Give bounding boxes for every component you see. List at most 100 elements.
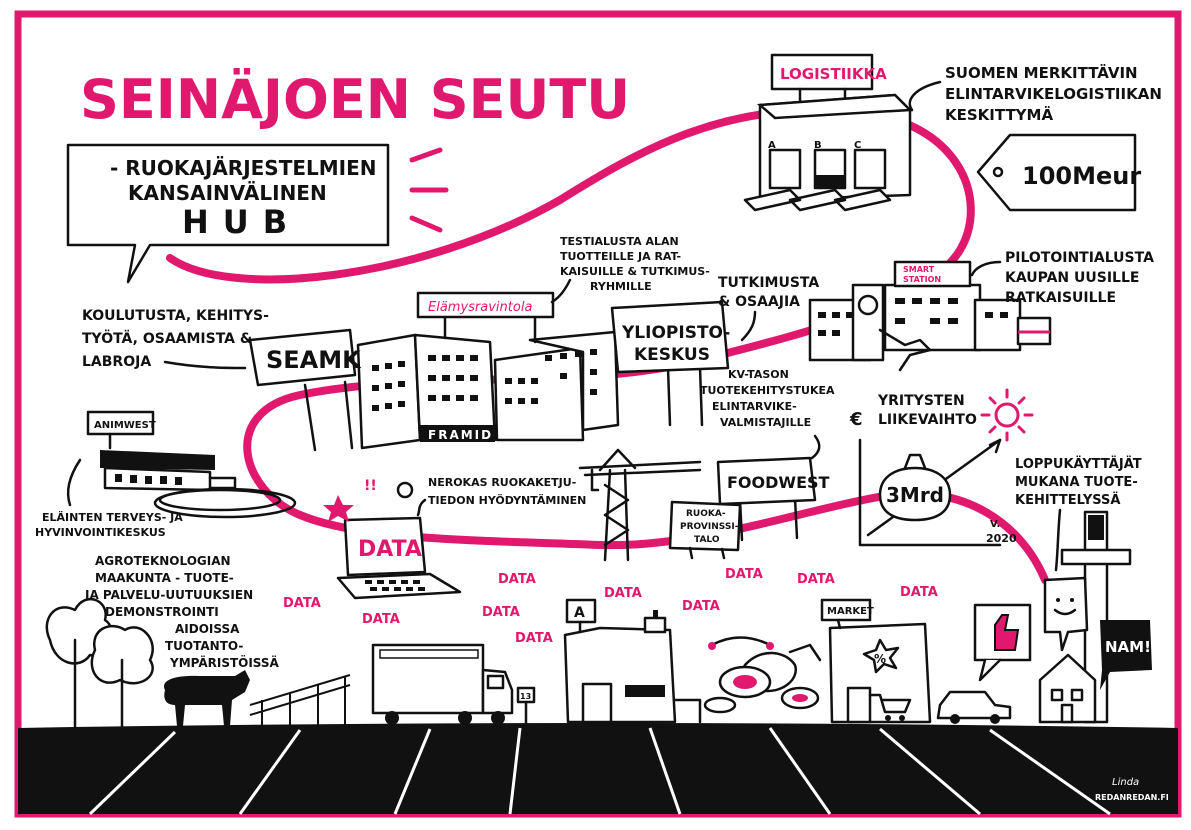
logistics-desc-1: SUOMEN MERKITTÄVIN <box>945 63 1138 82</box>
shopping-cart-icon <box>868 693 912 714</box>
truck <box>371 643 514 725</box>
framid-label: FRAMID <box>428 428 493 442</box>
market-sign-text: MARKET <box>827 606 874 617</box>
clock-icon <box>857 294 879 316</box>
logistics-sign <box>770 53 874 91</box>
end-users-desc-3: KEHITTELYSSÄ <box>1015 492 1120 508</box>
data-label: DATA <box>682 599 720 614</box>
ruokaprovinssi-sign: RUOKA- PROVINSSI- TALO <box>668 500 742 560</box>
elamys-sign-text: Elämysravintola <box>428 300 532 315</box>
revenue-value: 3Mrd <box>886 483 944 507</box>
data-desc-1: NEROKAS RUOKAKETJU- <box>428 476 576 489</box>
chicken-leg-icon <box>788 643 822 662</box>
yliopisto-sign-2: KESKUS <box>634 345 710 365</box>
elamys-desc-3: KAISUILLE & TUTKIMUS- <box>560 265 710 278</box>
market-sign <box>820 598 872 622</box>
end-users-desc-2: MUKANA TUOTE- <box>1015 475 1138 490</box>
thumbs-up-bubble <box>973 603 1032 682</box>
logistics-description: SUOMEN MERKITTÄVIN ELINTARVIKELOGISTIIKA… <box>908 63 1162 124</box>
nam-text: NAM! <box>1105 638 1151 656</box>
yliopisto-sign: YLIOPISTO- KESKUS <box>610 300 730 427</box>
data-label: DATA <box>498 572 536 587</box>
money-bag-icon <box>878 466 952 522</box>
framid-buildings: FRAMID Elämysravintola <box>356 291 620 450</box>
data-label: DATA <box>482 605 520 620</box>
data-laptop: DATA !! <box>323 478 462 600</box>
data-description: NEROKAS RUOKAKETJU- TIEDON HYÖDYNTÄMINEN <box>416 476 586 517</box>
lightbulb-icon <box>396 481 414 499</box>
road-sign-text: 13 <box>520 692 531 701</box>
seamk-sign-text: SEAMK <box>266 346 362 374</box>
logistics-desc-3: KESKITTYMÄ <box>945 105 1053 124</box>
yliopisto-sign-1: YLIOPISTO- <box>621 323 730 343</box>
wind-turbine-icon <box>878 328 932 372</box>
smart-desc-1: PILOTOINTIALUSTA <box>1005 250 1154 266</box>
agro-desc-1: AGROTEKNOLOGIAN <box>95 554 231 568</box>
agro-desc-7: YMPÄRISTÖISSÄ <box>169 655 280 670</box>
smart-station-sign-1: SMART <box>903 265 935 274</box>
revenue-chart: € YRITYSTEN LIIKEVAIHTO 3Mrd V. 2020 <box>849 388 1034 547</box>
credit: Linda REDANREDAN.FI <box>1095 777 1169 802</box>
smart-station: SMART STATION <box>808 260 1052 372</box>
road <box>18 723 1178 816</box>
subtitle-line-2: KANSAINVÄLINEN <box>128 181 327 205</box>
construction-crane <box>578 448 702 562</box>
market: MARKET % <box>820 598 932 724</box>
elamys-desc-1: TESTIALUSTA ALAN <box>560 235 679 248</box>
nam-bubble: NAM! <box>1100 620 1152 690</box>
data-label: DATA <box>725 567 763 582</box>
data-label: DATA <box>797 572 835 587</box>
agro-desc-2: MAAKUNTA - TUOTE- <box>95 571 234 585</box>
seamk-sign: SEAMK <box>248 328 362 452</box>
elamys-desc-2: TUOTTEILLE JA RAT- <box>560 250 681 263</box>
smiley-speech <box>1043 576 1089 652</box>
factory: A <box>563 598 702 724</box>
seamk-desc-3: LABROJA <box>82 354 151 370</box>
dock-label-c: C <box>854 140 861 151</box>
factory-sign-text: A <box>574 605 585 621</box>
data-desc-2: TIEDON HYÖDYNTÄMINEN <box>428 493 586 507</box>
smart-desc-3: RATKAISUILLE <box>1005 290 1116 306</box>
foodwest-desc-4: VALMISTAJILLE <box>720 416 811 429</box>
foodwest-desc-1: KV-TASON <box>728 368 789 381</box>
subtitle-line-1: - RUOKAJÄRJESTELMIEN <box>110 156 377 180</box>
fence <box>249 674 351 728</box>
exclaim-marks: !! <box>364 478 377 494</box>
animwest-sign <box>86 410 155 436</box>
subtitle-box: - RUOKAJÄRJESTELMIEN KANSAINVÄLINEN HUB <box>66 143 390 284</box>
cow <box>164 670 250 726</box>
smart-station-description: PILOTOINTIALUSTA KAUPAN UUSILLE RATKAISU… <box>970 250 1154 306</box>
data-label: DATA <box>362 612 400 627</box>
discount-text: % <box>874 652 886 666</box>
road-sign: 13 <box>516 686 536 730</box>
smart-station-sign-2: STATION <box>903 275 941 284</box>
thumbs-up-icon <box>994 614 1020 651</box>
currency-symbol: € <box>849 409 863 430</box>
agro-desc-6: TUOTANTO- <box>165 639 243 653</box>
foodwest-desc-3: ELINTARVIKE- <box>712 400 797 413</box>
animwest-description: ELÄINTEN TERVEYS- JA HYVINVOINTIKESKUS <box>35 458 183 539</box>
data-label: DATA <box>283 596 321 611</box>
animwest-sign-text: ANIMWEST <box>94 420 156 431</box>
revenue-label-2: LIIKEVAIHTO <box>878 412 977 428</box>
foodwest-sign: FOODWEST <box>716 456 830 542</box>
end-users-description: LOPPUKÄYTTÄJÄT MUKANA TUOTE- KEHITTELYSS… <box>1015 456 1142 572</box>
food-items <box>703 636 822 714</box>
agro-desc-3: JA PALVELU-UUTUUKSIEN <box>84 588 253 602</box>
smart-station-sign <box>893 260 972 288</box>
seamk-description: KOULUTUSTA, KEHITYS- TYÖTÄ, OSAAMISTA & … <box>82 308 269 370</box>
discount-badge <box>862 638 900 674</box>
credit-signature: Linda <box>1112 777 1139 788</box>
revenue-year-1: V. <box>990 519 1000 530</box>
foodwest-sign-text: FOODWEST <box>727 473 830 492</box>
emphasis-marks <box>409 147 449 233</box>
price-tag-text: 100Meur <box>1022 162 1141 190</box>
seamk-desc-1: KOULUTUSTA, KEHITYS- <box>82 308 269 324</box>
yliopisto-desc-2: & OSAAJIA <box>718 294 800 310</box>
revenue-year-2: 2020 <box>986 532 1017 545</box>
seamk-desc-2: TYÖTÄ, OSAAMISTA & <box>82 329 252 347</box>
dock-label-b: B <box>814 140 822 151</box>
data-label: DATA <box>900 585 938 600</box>
